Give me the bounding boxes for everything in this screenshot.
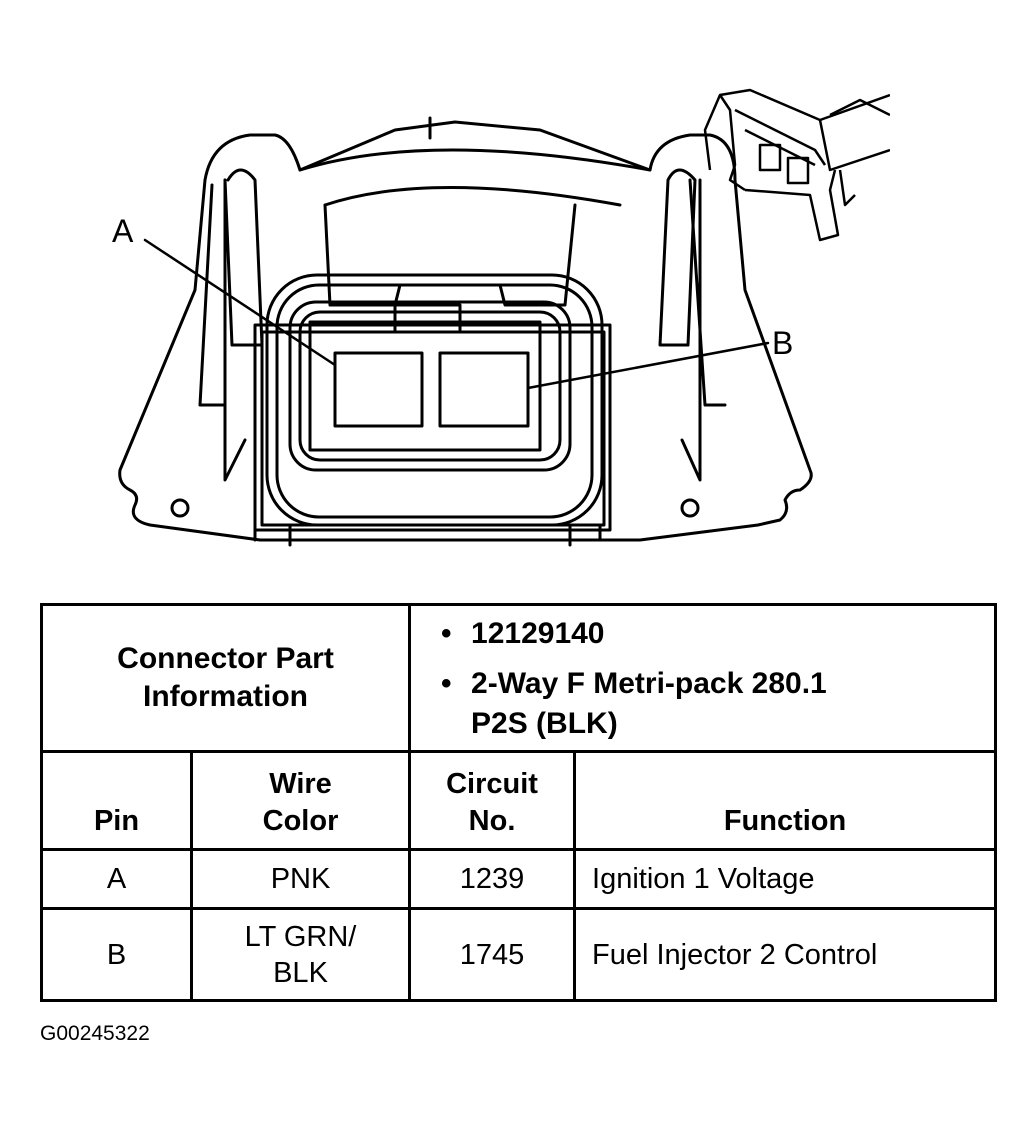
header-row: Pin Wire Color Circuit No. Function xyxy=(40,750,998,851)
pin-label-a: A xyxy=(112,213,134,249)
connector-pinout-table: Connector Part Information 12129140 2-Wa… xyxy=(39,603,998,1002)
leader-line-a xyxy=(143,238,337,367)
cell-wire-color: LT GRN/ BLK xyxy=(189,907,412,1002)
header-function: Function xyxy=(573,750,998,851)
pin-cavity-a xyxy=(333,351,424,428)
header-circuit-line-2: No. xyxy=(468,805,516,837)
cell-pin: A xyxy=(40,848,193,910)
connector-description: 2-Way F Metri-pack 280.1 P2S (BLK) xyxy=(435,664,994,744)
description-line-2: P2S (BLK) xyxy=(471,707,618,740)
header-circuit-no: Circuit No. xyxy=(408,750,577,851)
header-wire-line-2: Color xyxy=(262,805,339,837)
wire-color-line-1: LT GRN/ xyxy=(244,920,357,953)
pin-label-b: B xyxy=(772,325,794,361)
header-circuit-line-1: Circuit xyxy=(446,768,538,800)
cell-circuit-no: 1239 xyxy=(408,848,577,910)
cell-wire-color: PNK xyxy=(189,848,412,910)
table-row: A PNK 1239 Ignition 1 Voltage xyxy=(40,848,998,910)
cell-function: Fuel Injector 2 Control xyxy=(573,907,998,1002)
leader-line-b xyxy=(526,341,770,390)
part-number: 12129140 xyxy=(435,614,994,654)
description-line-1: 2-Way F Metri-pack 280.1 xyxy=(471,667,827,700)
header-wire-color: Wire Color xyxy=(189,750,412,851)
cell-pin: B xyxy=(40,907,193,1002)
connector-part-info-label: Connector Part Information xyxy=(39,603,412,753)
connector-outer-housing xyxy=(118,120,813,542)
connector-part-info-details: 12129140 2-Way F Metri-pack 280.1 P2S (B… xyxy=(408,603,998,753)
connector-info-row: Connector Part Information 12129140 2-Wa… xyxy=(39,603,998,753)
label-line-2: Information xyxy=(143,680,308,713)
header-pin: Pin xyxy=(40,750,193,851)
wire-color-line-1: PNK xyxy=(270,863,331,895)
figure-id: G00245322 xyxy=(40,1022,150,1045)
seal-ring-outer xyxy=(265,273,604,527)
table-row: B LT GRN/ BLK 1745 Fuel Injector 2 Contr… xyxy=(40,907,998,1002)
header-wire-line-1: Wire xyxy=(269,768,332,800)
connector-isometric-inset xyxy=(703,88,890,242)
connector-end-view-drawing xyxy=(118,116,813,547)
wire-color-line-2: BLK xyxy=(273,956,328,989)
cell-circuit-no: 1745 xyxy=(408,907,577,1002)
part-number-text: 12129140 xyxy=(471,617,605,650)
label-line-1: Connector Part xyxy=(117,642,334,675)
cell-function: Ignition 1 Voltage xyxy=(573,848,998,910)
pin-cavity-b xyxy=(438,351,530,428)
